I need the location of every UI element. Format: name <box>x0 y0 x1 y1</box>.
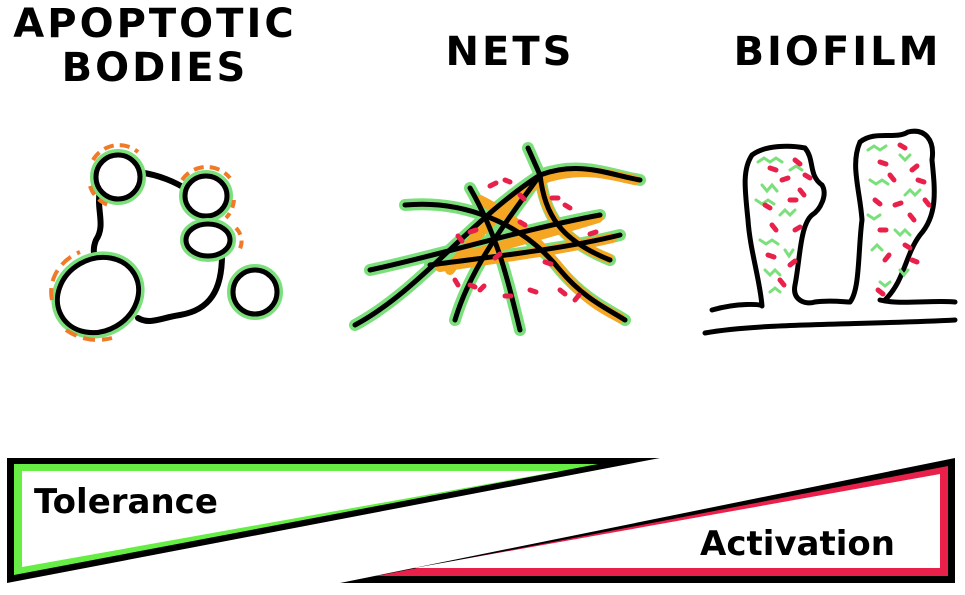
apoptotic-title-line1: APOPTOTIC <box>13 1 297 47</box>
apoptotic-title-line2: BODIES <box>61 45 249 91</box>
tolerance-label: Tolerance <box>34 482 218 522</box>
biofilm-illustration <box>702 128 958 336</box>
tolerance-wedge <box>7 458 660 583</box>
apoptotic-bodies-illustration <box>49 143 283 342</box>
nets-illustration <box>349 142 646 336</box>
activation-label: Activation <box>700 524 895 564</box>
apoptotic-bodies-title: APOPTOTIC BODIES <box>0 2 310 90</box>
biofilm-title: BIOFILM <box>733 29 942 75</box>
activation-wedge <box>340 458 955 583</box>
nets-title: NETS <box>445 29 575 75</box>
